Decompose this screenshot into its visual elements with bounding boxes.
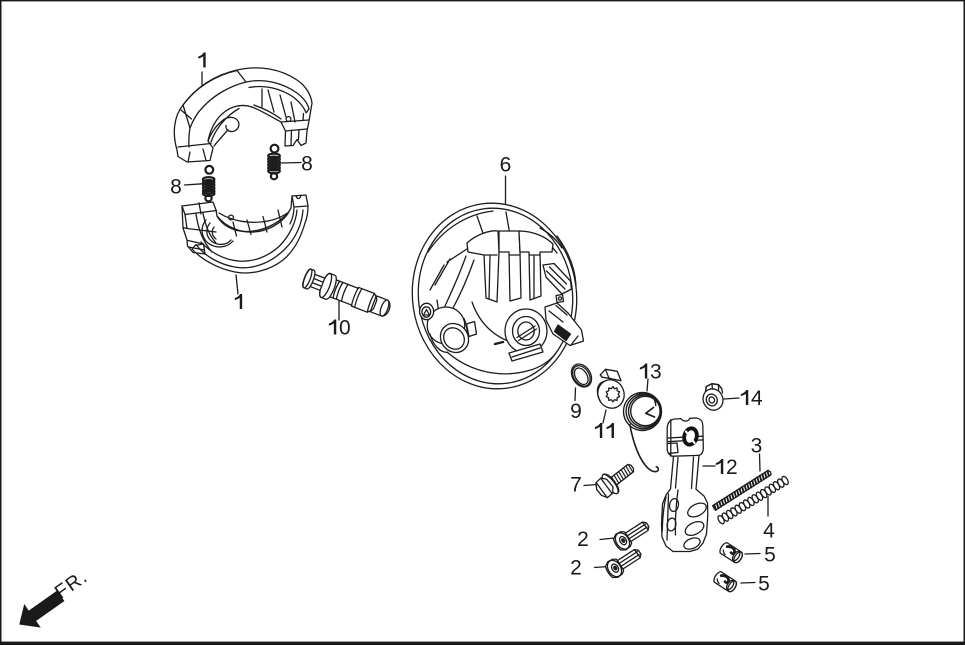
svg-text:4: 4: [751, 387, 763, 410]
svg-text:9: 9: [570, 400, 582, 423]
svg-text:5: 5: [764, 544, 776, 567]
svg-text:5: 5: [758, 573, 770, 596]
svg-text:8: 8: [170, 176, 182, 199]
svg-text:2: 2: [726, 456, 738, 479]
svg-text:4: 4: [763, 520, 775, 543]
svg-text:3: 3: [650, 361, 662, 384]
svg-text:8: 8: [301, 153, 313, 176]
svg-text:2: 2: [570, 557, 582, 580]
svg-text:2: 2: [577, 528, 589, 551]
svg-text:0: 0: [339, 317, 351, 340]
svg-text:6: 6: [500, 154, 512, 177]
svg-text:7: 7: [570, 474, 582, 497]
svg-text:3: 3: [751, 435, 763, 458]
